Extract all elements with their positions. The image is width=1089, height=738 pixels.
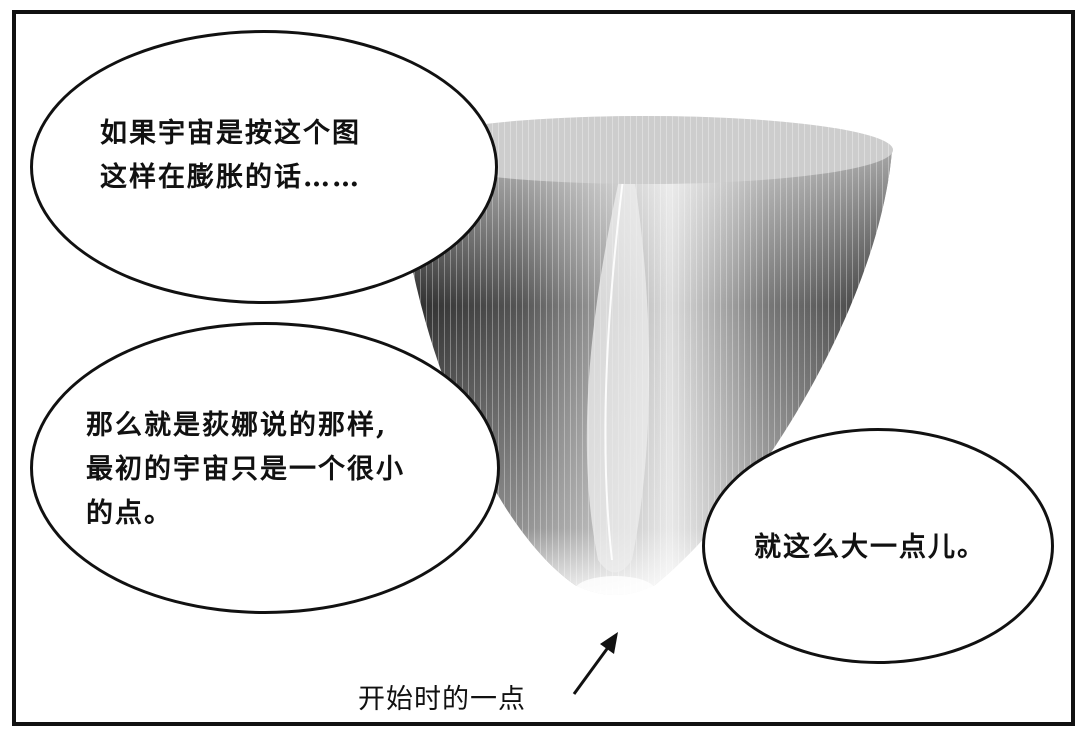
speech-bubble-right [702, 428, 1054, 664]
bubble-line: 那么就是荻娜说的那样, [86, 410, 388, 441]
origin-point-caption: 开始时的一点 [358, 684, 526, 715]
bubble-line: 如果宇宙是按这个图 [100, 118, 361, 149]
bubble-line: 最初的宇宙只是一个很小 [86, 454, 405, 485]
speech-bubble-right-text: 就这么大一点儿。 [754, 526, 1034, 570]
bubble-line: 这样在膨胀的话…… [100, 162, 361, 193]
arrow-up-right-icon [572, 632, 618, 695]
bubble-line: 就这么大一点儿。 [754, 532, 986, 563]
speech-bubble-top-left [30, 30, 498, 304]
speech-bubble-top-left-text: 如果宇宙是按这个图 这样在膨胀的话…… [100, 112, 460, 200]
speech-bubble-bottom-left-text: 那么就是荻娜说的那样, 最初的宇宙只是一个很小 的点。 [86, 404, 486, 536]
speech-bubble-bottom-left [30, 322, 500, 614]
bubble-line: 的点。 [86, 498, 173, 529]
